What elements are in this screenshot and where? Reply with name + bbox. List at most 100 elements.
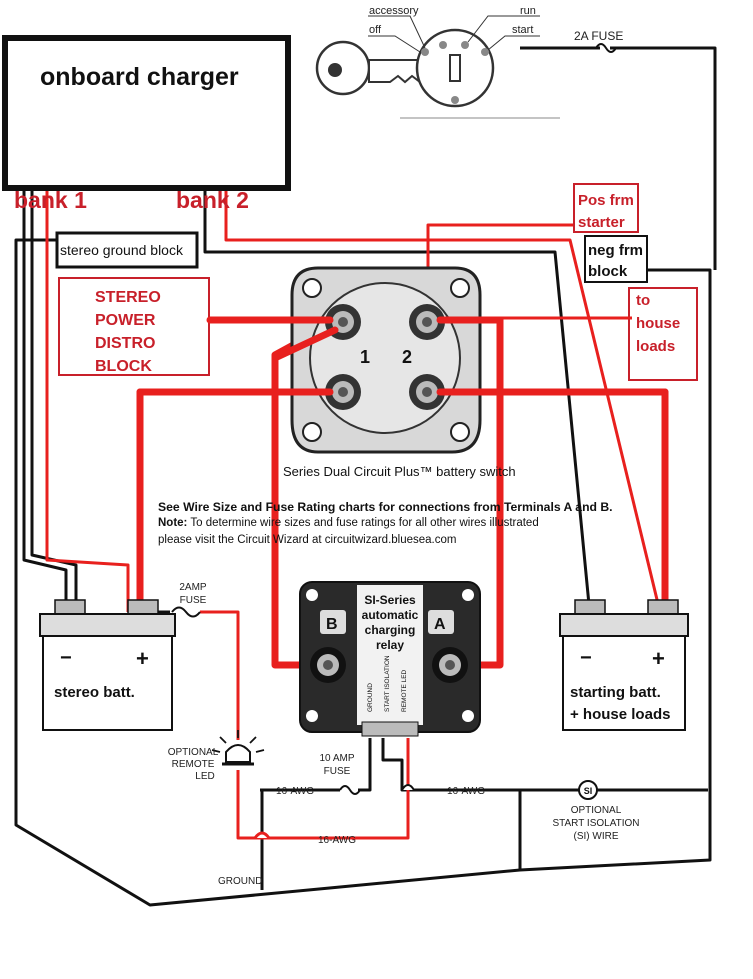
wire-bank1-positive <box>45 188 130 612</box>
key-label-run: run <box>520 5 536 17</box>
key-switch-slot <box>449 54 461 82</box>
stereo-power-distro-block: STEREO POWER DISTRO BLOCK <box>58 277 210 376</box>
charger-title: onboard charger <box>40 63 239 91</box>
ground-wire-left-loop <box>14 238 712 907</box>
fuse-2a-label: 2A FUSE <box>574 29 623 43</box>
ground-label: GROUND <box>218 876 262 887</box>
relay-terminal-a <box>432 647 468 683</box>
wire-hop-right <box>401 784 415 791</box>
relay-terminal-a-label: A <box>434 616 446 633</box>
note-line-1: See Wire Size and Fuse Rating charts for… <box>158 500 613 514</box>
ground-wire-bank1-neg <box>22 188 68 612</box>
stereo-ground-block-label: stereo ground block <box>60 242 184 258</box>
relay-title-line-4: relay <box>376 638 404 652</box>
charger-bank2-label: bank 2 <box>176 187 249 213</box>
si-wire-label-3: (SI) WIRE <box>574 831 619 842</box>
stereo-battery-label: stereo batt. <box>54 684 135 701</box>
stereo-power-block-box <box>58 277 210 376</box>
to-house-loads-label: to house loads <box>628 287 698 381</box>
key-terminal-start <box>481 48 489 56</box>
relay-title-line-3: charging <box>365 623 416 637</box>
starting-battery-body <box>562 635 686 731</box>
battery-switch: 1 2 <box>290 266 482 454</box>
switch-terminal-2-upper <box>409 304 445 340</box>
switch-terminal-label-2: 2 <box>402 347 412 367</box>
stereo-power-line-1: STEREO <box>95 289 161 306</box>
relay-title-line-2: automatic <box>362 608 419 622</box>
neg-from-block-label: neg frm block <box>584 235 648 283</box>
key-terminal-run <box>461 41 469 49</box>
relay-terminal-a-badge <box>428 610 454 634</box>
ignition-key-switch: accessory off run start <box>315 5 540 108</box>
key-label-start: start <box>512 24 533 36</box>
ground-wire-to-fuse-10a <box>358 738 372 792</box>
remote-led: OPTIONAL REMOTE LED <box>168 730 265 782</box>
stereo-power-line-4: BLOCK <box>95 358 152 375</box>
fuse-2a-top: 2A FUSE <box>574 29 623 53</box>
note-line-2-text: To determine wire sizes and fuse ratings… <box>187 517 538 529</box>
starting-battery-plus: + <box>652 646 665 671</box>
pos-from-starter-line-2: starter <box>578 214 625 231</box>
stereo-battery-plus: + <box>136 646 149 671</box>
remote-led-label-1: OPTIONAL <box>168 747 219 758</box>
neg-from-block-line-2: block <box>588 263 628 280</box>
charger-box <box>2 35 291 191</box>
pos-from-starter-label: Pos frm starter <box>573 183 639 233</box>
stereo-ground-block: stereo ground block <box>55 231 199 269</box>
switch-red-jumpers <box>136 316 669 396</box>
starting-battery-label-2: + house loads <box>570 706 670 723</box>
key-label-accessory: accessory <box>369 5 419 17</box>
fuse-10amp-label-1: 10 AMP <box>319 753 354 764</box>
note-line-2-bold: Note: <box>158 517 187 529</box>
relay-terminal-b-label: B <box>326 616 338 633</box>
note-line-2: Note: To determine wire sizes and fuse r… <box>158 517 539 529</box>
starting-battery: − + starting batt. + house loads <box>559 599 689 731</box>
stereo-ground-block-box <box>55 231 199 269</box>
awg-label-upper-left: 16-AWG <box>276 786 314 797</box>
pos-from-starter-line-1: Pos frm <box>578 192 634 209</box>
switch-terminal-label-1: 1 <box>360 347 370 367</box>
fuse-10amp: 10 AMP FUSE <box>319 753 361 795</box>
ground-wire-relay-start-iso <box>381 738 522 870</box>
wire-hop-left <box>253 831 271 839</box>
stereo-power-line-2: POWER <box>95 312 156 329</box>
relay-terminal-b-badge <box>320 610 346 634</box>
battery-switch-caption: Series Dual Circuit Plus™ battery switch <box>283 464 516 479</box>
fuse-10amp-label-2: FUSE <box>324 766 351 777</box>
note-line-3: please visit the Circuit Wizard at circu… <box>158 534 456 546</box>
si-badge-label: SI <box>584 786 593 796</box>
relay-center-panel <box>357 585 423 725</box>
key-terminal-accessory <box>439 41 447 49</box>
stereo-power-line-3: DISTRO <box>95 335 155 352</box>
starting-battery-minus: − <box>580 647 592 669</box>
to-house-loads-line-3: loads <box>636 338 675 355</box>
starting-battery-label-1: starting batt. <box>570 684 661 701</box>
key-icon <box>315 40 446 96</box>
remote-led-label-2: REMOTE <box>172 759 215 770</box>
wire-bank2-positive <box>224 188 662 613</box>
fuse-2amp-label-1: 2AMP <box>179 582 207 593</box>
si-wire-label-2: START ISOLATION <box>552 818 639 829</box>
neg-from-block-box <box>584 235 648 283</box>
ground-wire-charger-neg <box>203 188 592 616</box>
wire-2amp-to-led <box>200 610 240 740</box>
relay-title-line-1: SI-Series <box>364 593 416 607</box>
switch-terminal-1-lower <box>325 374 361 410</box>
neg-from-block-line-1: neg frm <box>588 242 643 259</box>
fuse-2a-symbol <box>595 43 617 53</box>
to-house-loads-box <box>628 287 698 381</box>
awg-label-lower: 16-AWG <box>318 835 356 846</box>
key-label-off: off <box>369 24 382 36</box>
si-wire: SI OPTIONAL START ISOLATION (SI) WIRE <box>552 780 640 842</box>
charger-bank1-label: bank 1 <box>14 187 87 213</box>
relay-pin-start-isolation: START ISOLATION <box>384 655 391 712</box>
fuse-2amp: 2AMP FUSE <box>171 582 207 618</box>
stereo-battery-top <box>39 613 176 637</box>
stereo-battery-body <box>42 635 173 731</box>
relay-pin-remote-led: REMOTE LED <box>401 669 408 712</box>
si-badge <box>578 780 598 800</box>
starting-battery-top <box>559 613 689 637</box>
remote-led-icon <box>225 744 251 763</box>
to-house-loads-line-2: house <box>636 315 680 332</box>
